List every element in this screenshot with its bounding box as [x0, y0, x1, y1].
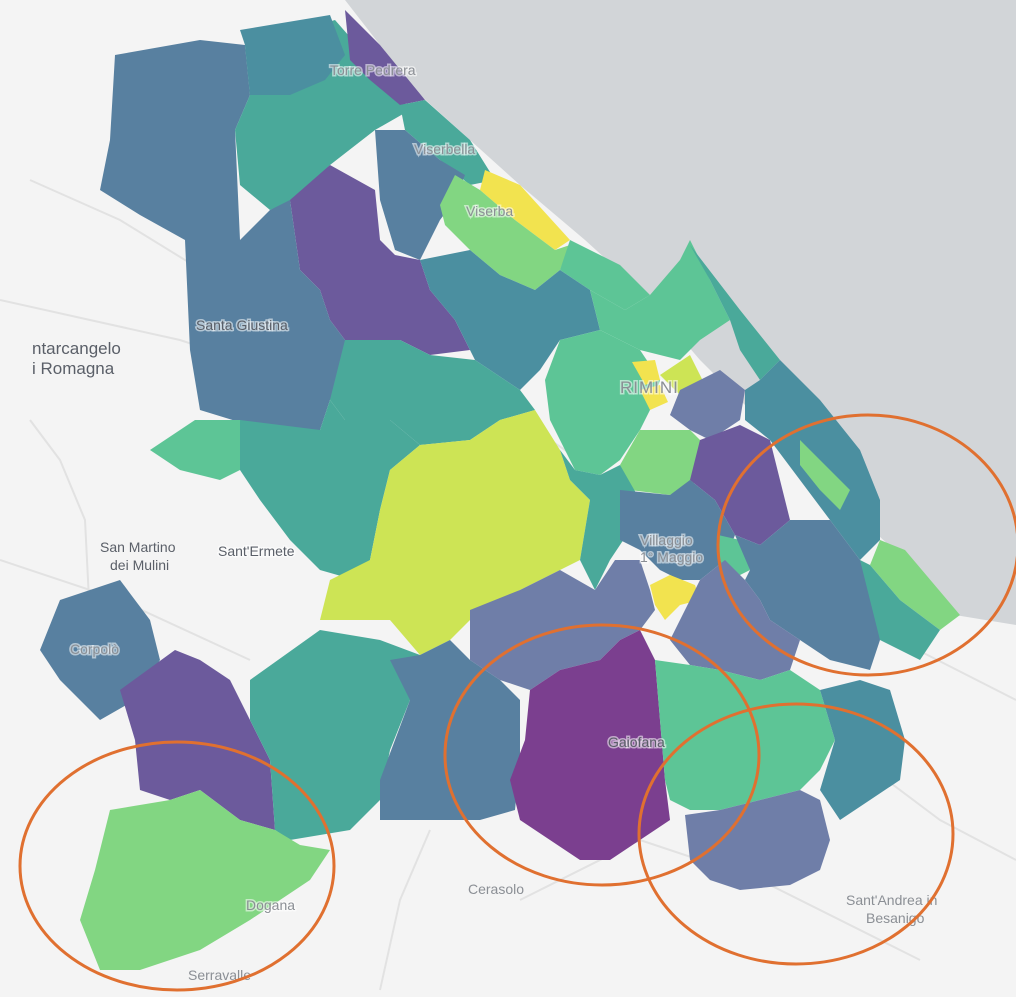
zone-viserbella-inland[interactable]: [375, 130, 465, 260]
zone-purple-southwest[interactable]: [120, 650, 275, 830]
zone-southwest-teal[interactable]: [250, 630, 420, 840]
zone-viserbella-strip[interactable]: [400, 100, 495, 185]
zone-torre-pedrera-teal[interactable]: [240, 15, 345, 95]
label-dogana: Dogana: [246, 897, 295, 913]
zone-rimini-east-blue[interactable]: [670, 370, 745, 440]
zone-rimini-yellow-2[interactable]: [640, 385, 668, 410]
zone-rimini-center[interactable]: [545, 330, 660, 475]
zone-torre-pedrera-coast[interactable]: [345, 10, 425, 105]
zone-yellow-green-large[interactable]: [320, 410, 590, 655]
label-santarcangelo-2: i Romagna: [32, 359, 115, 378]
zone-central-teal-north[interactable]: [420, 250, 600, 390]
label-cerasolo: Cerasolo: [468, 881, 524, 897]
label-san-martino-2: dei Mulini: [110, 557, 169, 573]
zone-northwest[interactable]: [100, 40, 250, 255]
highlight-circle-southeast: [637, 702, 955, 966]
zone-rimini-coast-teal[interactable]: [690, 245, 780, 380]
label-rimini: RIMINI: [620, 378, 679, 397]
zone-yellow-small[interactable]: [650, 575, 700, 620]
zone-southwest-green[interactable]: [80, 790, 330, 970]
zone-southeast-slate[interactable]: [685, 790, 830, 890]
highlight-circle-gaiofana: [443, 623, 761, 887]
zone-south-central-teal[interactable]: [560, 450, 640, 590]
highlight-circle-southwest: [18, 740, 336, 992]
zone-coastal-teal-south[interactable]: [850, 560, 940, 660]
label-sant-ermete: Sant'Ermete: [218, 543, 295, 559]
zone-villaggio[interactable]: [620, 480, 735, 580]
label-viserbella: Viserbella: [414, 141, 475, 157]
zone-south-slate-large[interactable]: [470, 560, 655, 690]
label-corpolo: Corpolò: [70, 641, 119, 657]
label-viserba: Viserba: [466, 203, 513, 219]
label-san-martino-1: San Martino: [100, 539, 176, 555]
zone-purple-north[interactable]: [290, 165, 470, 355]
label-villaggio-2: 1° Maggio: [640, 549, 703, 565]
highlight-circle-east-coast: [716, 413, 1016, 677]
zone-south-bluegray[interactable]: [380, 640, 520, 820]
zone-coastal-green-1[interactable]: [800, 440, 850, 510]
zone-gaiofana[interactable]: [510, 630, 670, 860]
zone-central-green[interactable]: [330, 340, 535, 445]
zone-viserba[interactable]: [440, 175, 570, 290]
zone-east-slate[interactable]: [670, 560, 800, 680]
zone-viserba-yellow-strip[interactable]: [480, 170, 570, 250]
zone-southeast-teal[interactable]: [820, 680, 905, 820]
zone-rimini-north[interactable]: [590, 240, 730, 360]
choropleth-zones[interactable]: [40, 10, 960, 970]
zone-southeast-green[interactable]: [655, 660, 835, 810]
zone-west-green[interactable]: [150, 420, 265, 480]
label-gaiofana: Gaiofana: [608, 734, 665, 750]
zone-east-bluegray[interactable]: [735, 520, 880, 670]
highlight-annotations: [18, 413, 1016, 992]
zone-rimini-greenlight[interactable]: [620, 430, 710, 495]
label-villaggio-1: Villaggio: [640, 532, 693, 548]
zone-santa-giustina[interactable]: [185, 200, 345, 430]
label-sant-andrea-1: Sant'Andrea in: [846, 892, 937, 908]
zone-purple-east[interactable]: [690, 425, 790, 545]
place-labels: Torre Pedrera Viserbella Viserba Santa G…: [32, 61, 937, 984]
label-torre-pedrera: Torre Pedrera: [330, 62, 416, 78]
zone-coastal-green-2[interactable]: [870, 540, 960, 630]
zone-viserba-shore-teal[interactable]: [560, 240, 650, 310]
zone-rimini-yellow-1[interactable]: [632, 360, 660, 385]
label-santa-giustina: Santa Giustina: [196, 317, 288, 333]
label-santarcangelo-1: ntarcangelo: [32, 339, 121, 358]
label-serravalle: Serravalle: [188, 967, 251, 983]
